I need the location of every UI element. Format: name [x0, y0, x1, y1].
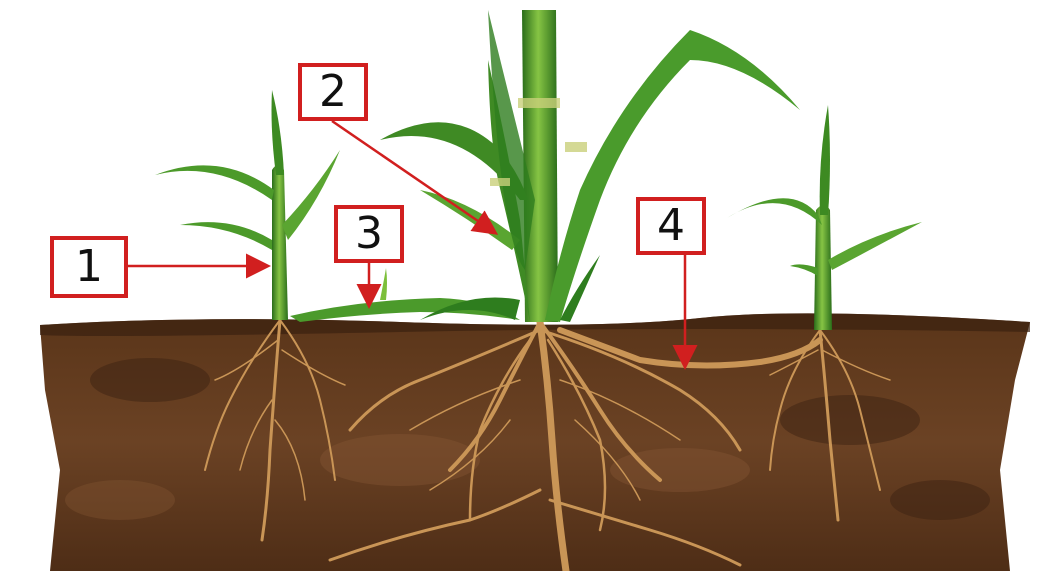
right-plant — [727, 105, 922, 330]
label-2: 2 — [298, 63, 368, 121]
prostrate-leaf — [290, 268, 520, 322]
label-3: 3 — [334, 205, 404, 263]
center-plant — [380, 10, 800, 322]
label-3-text: 3 — [355, 212, 383, 256]
label-2-text: 2 — [319, 70, 347, 114]
label-4: 4 — [636, 197, 706, 255]
label-1-text: 1 — [75, 245, 103, 289]
label-4-text: 4 — [657, 204, 685, 248]
left-plant — [155, 90, 340, 320]
soil — [40, 313, 1030, 571]
label-1: 1 — [50, 236, 128, 298]
